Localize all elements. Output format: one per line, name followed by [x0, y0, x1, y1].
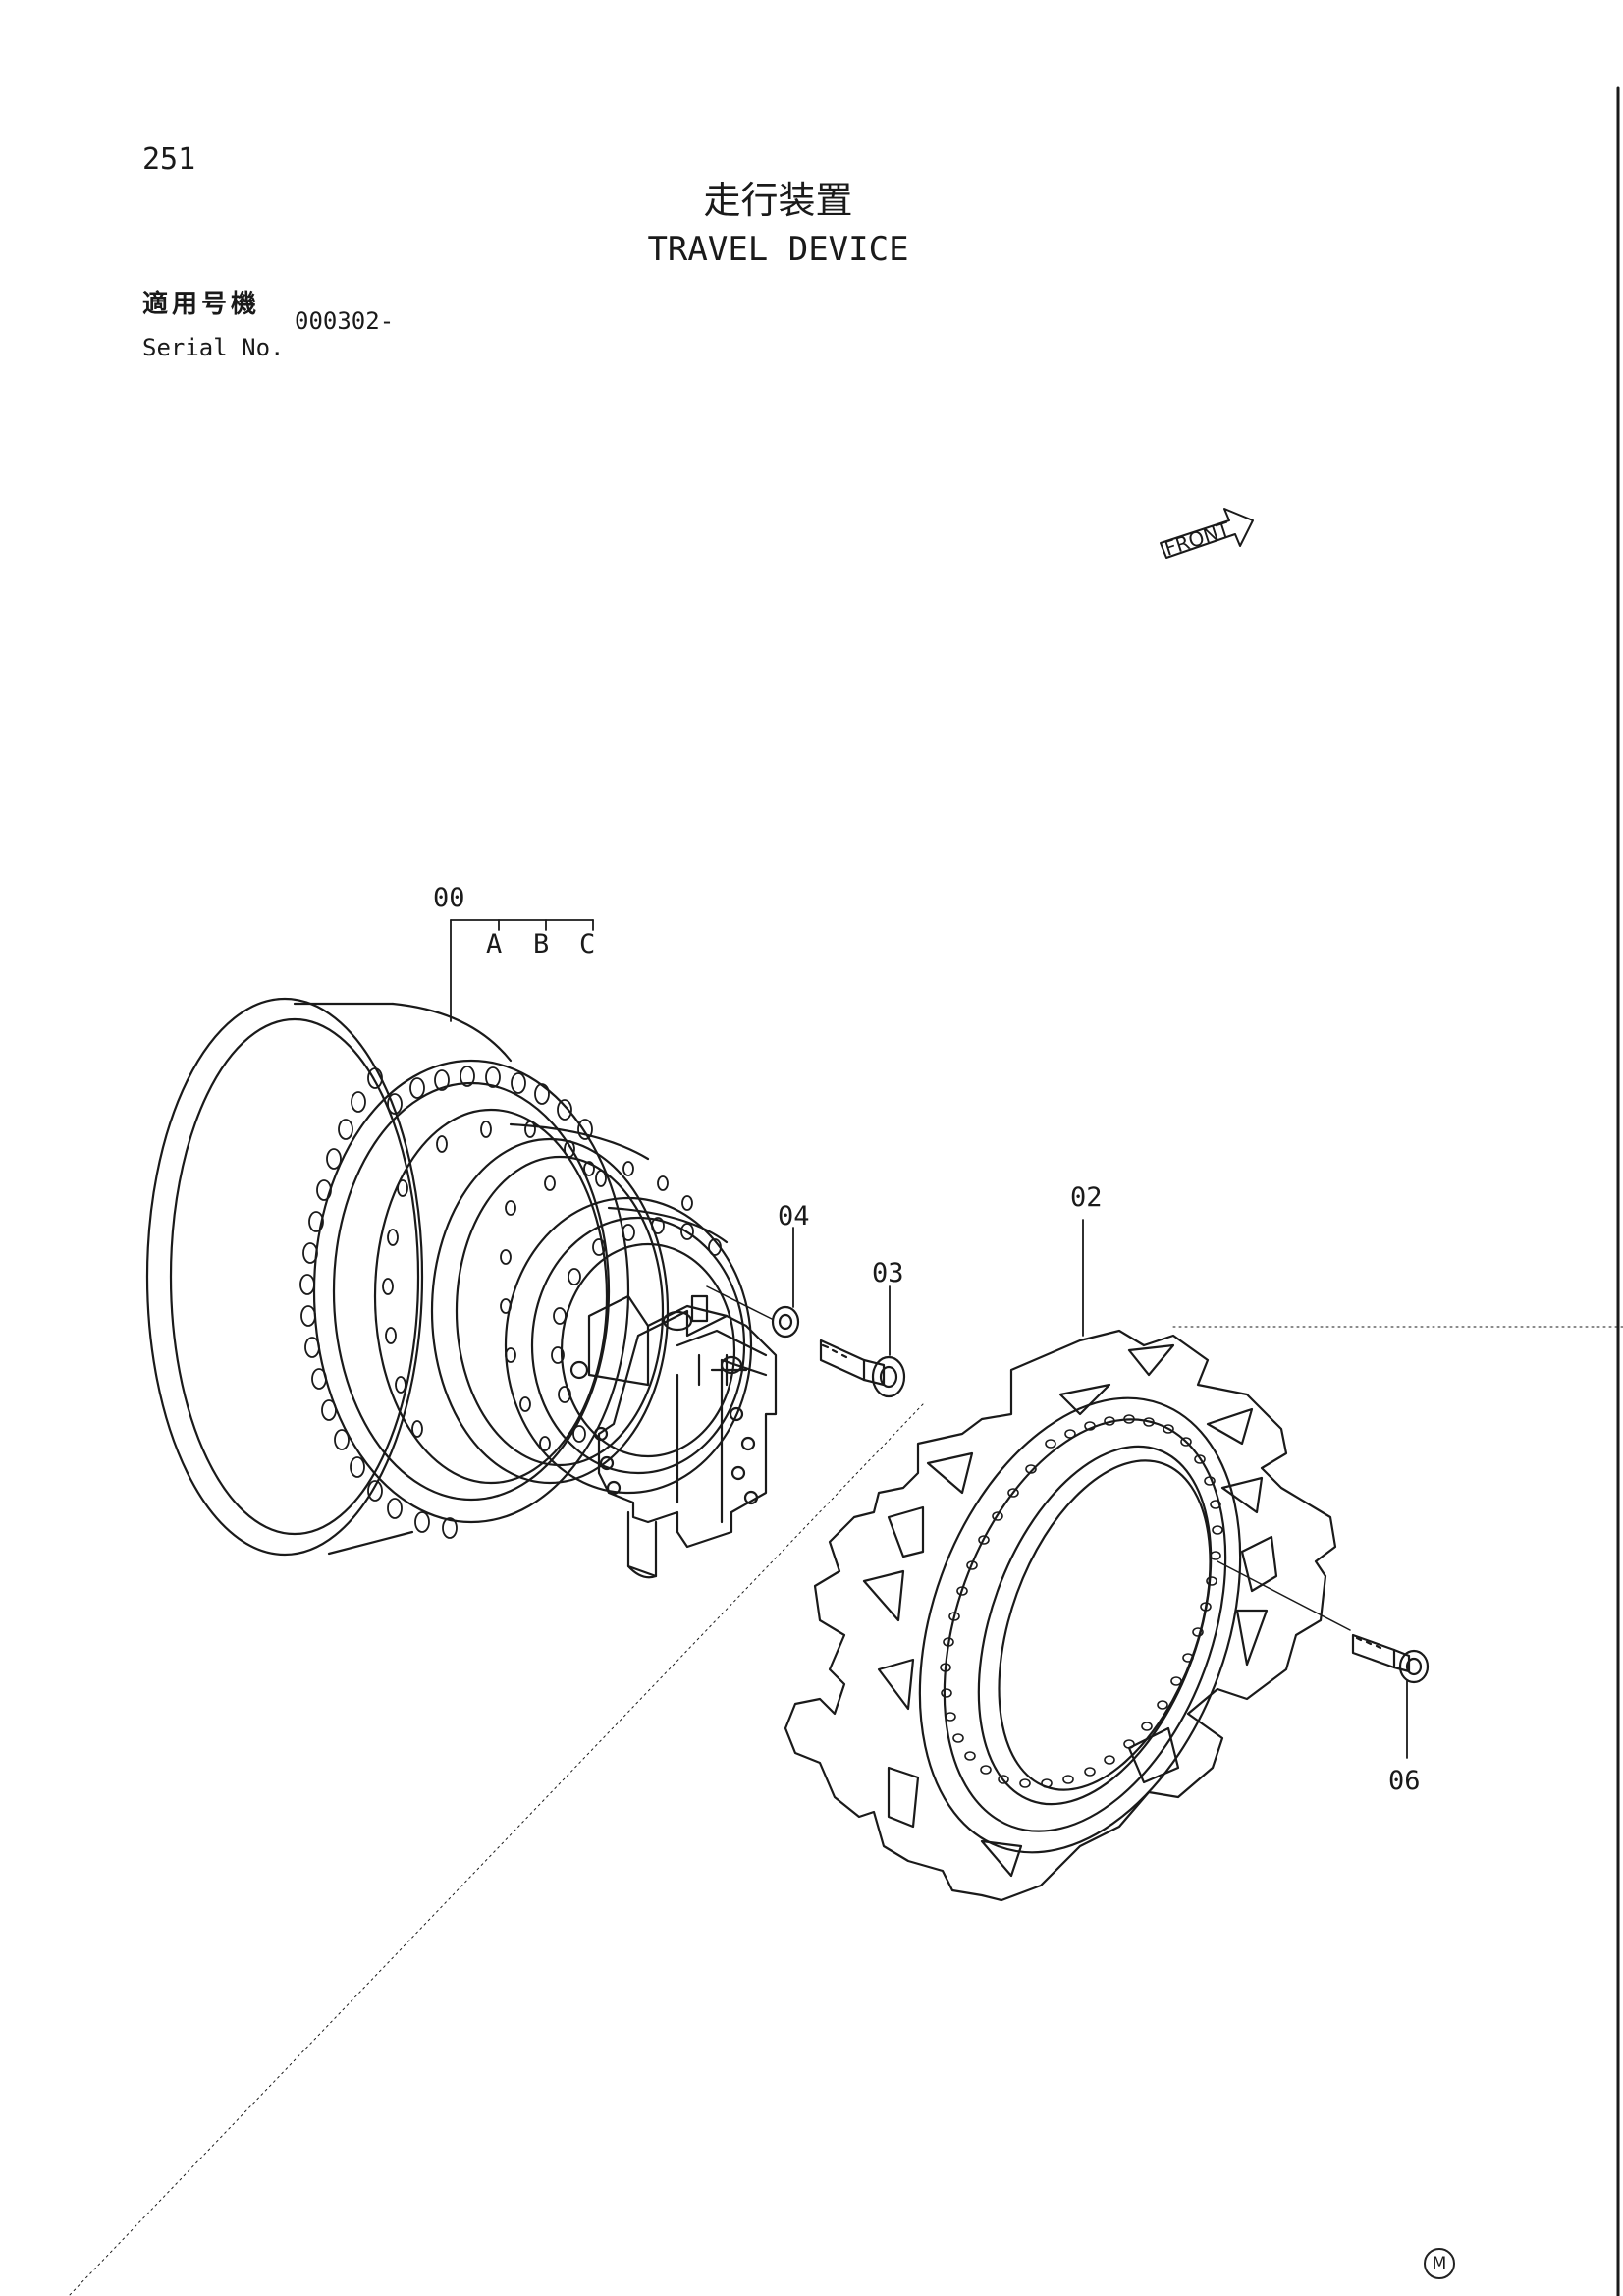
serial-number-value: 000302- — [295, 307, 395, 335]
callout-04: 04 — [778, 1201, 810, 1231]
callout-06: 06 — [1388, 1766, 1421, 1796]
title-english: TRAVEL DEVICE — [647, 230, 909, 269]
front-arrow-icon: FRONT — [1160, 508, 1254, 561]
callout-leader-00 — [450, 919, 594, 1022]
front-label: FRONT — [1162, 518, 1233, 561]
projection-line-diagonal — [68, 1403, 924, 2296]
sprocket-bolt-part — [1217, 1560, 1430, 1759]
callout-03: 03 — [872, 1258, 904, 1288]
sprocket-part — [784, 1219, 1337, 1902]
page-number: 251 — [142, 142, 196, 177]
m-mark-icon: M — [1424, 2248, 1455, 2279]
callout-variant-a: A — [486, 929, 503, 959]
callout-variant-c: C — [579, 929, 596, 959]
callout-00: 00 — [433, 883, 465, 913]
callout-variant-b: B — [533, 929, 550, 959]
callout-02: 02 — [1070, 1182, 1103, 1213]
washer-part — [706, 1227, 800, 1339]
travel-motor-assembly — [145, 997, 778, 1579]
title-japanese: 走行装置 — [703, 179, 853, 222]
bolt-part — [819, 1285, 906, 1398]
serial-label-japanese: 適用号機 — [142, 290, 261, 319]
serial-label-english: Serial No. — [142, 334, 285, 361]
